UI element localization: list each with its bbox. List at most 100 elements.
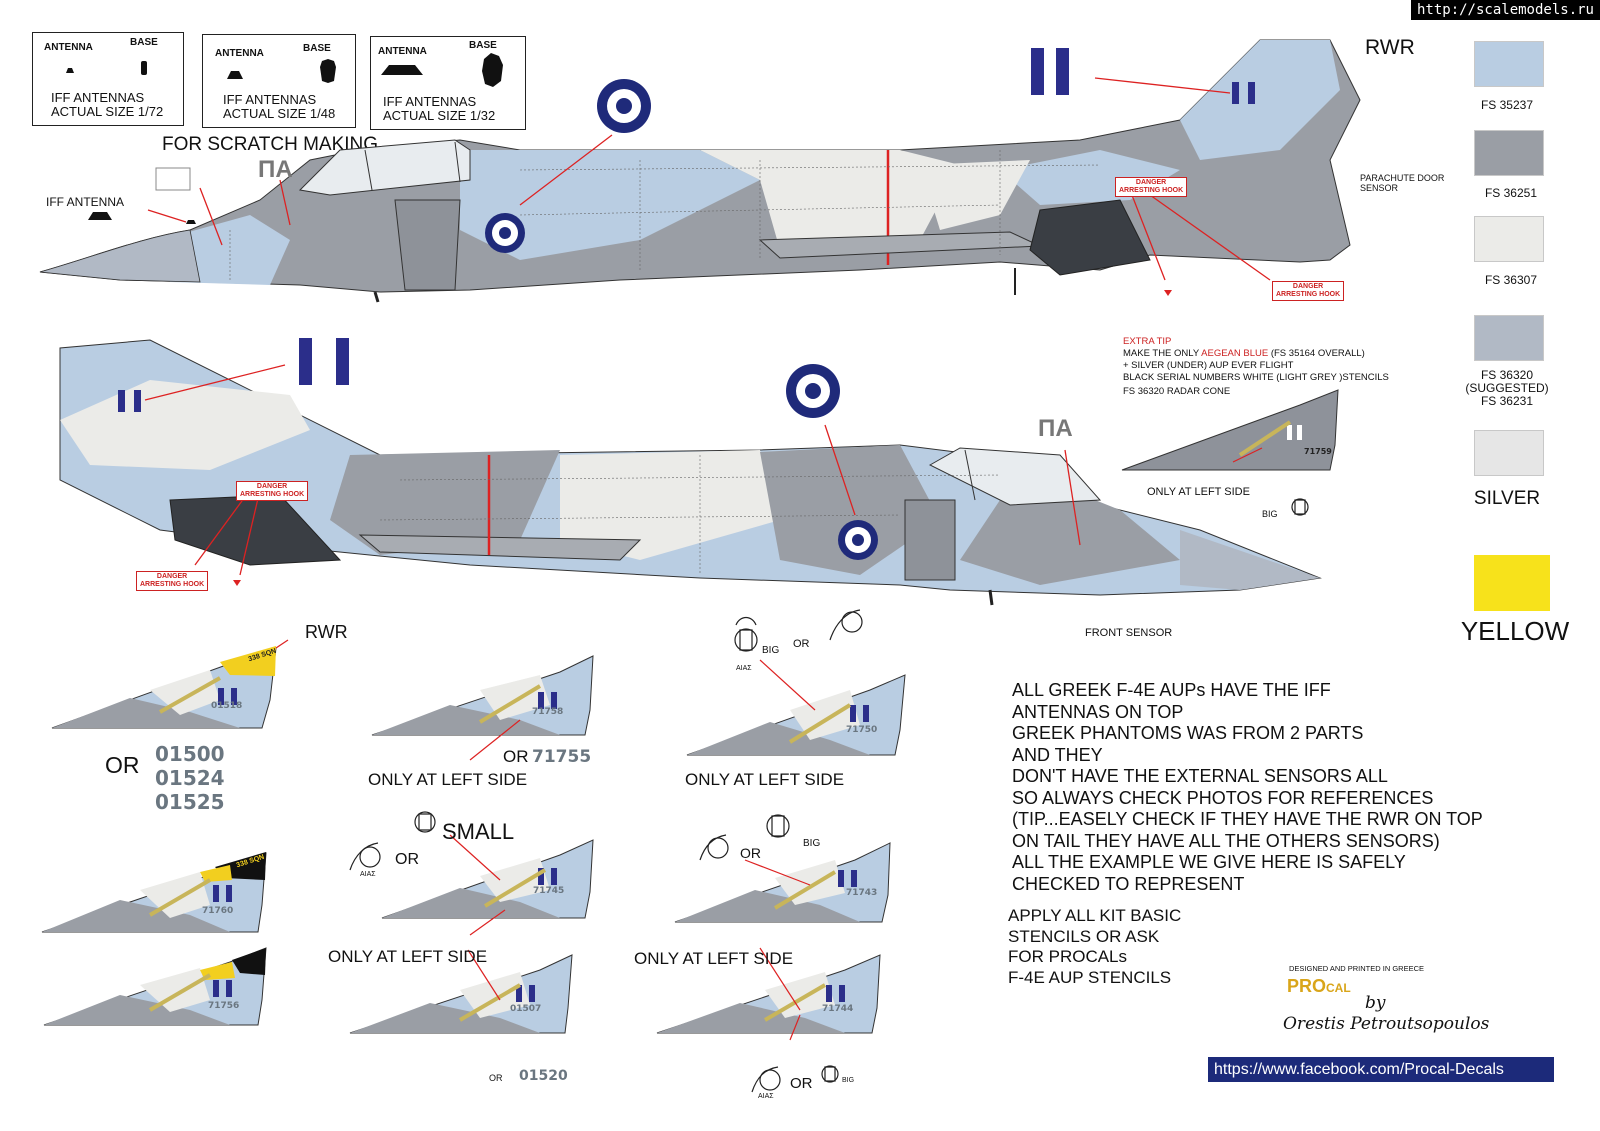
extra-tip: EXTRA TIP MAKE THE ONLY AEGEAN BLUE (FS … xyxy=(1123,336,1389,398)
rwr-label-top: RWR xyxy=(1365,36,1415,59)
hook-text: ARRESTING HOOK xyxy=(1276,291,1341,298)
or-label-71755: OR xyxy=(503,747,529,766)
antenna-label: ANTENNA xyxy=(378,46,427,57)
tip-text: (FS 35164 OVERALL) xyxy=(1268,348,1365,359)
extra-tip-line4: FS 36320 RADAR CONE xyxy=(1123,386,1231,397)
swatch-fs36251 xyxy=(1474,130,1544,176)
brand-pro: PRO xyxy=(1287,976,1327,996)
serial-71745: 71745 xyxy=(533,886,565,896)
or-label-4: OR xyxy=(790,1075,813,1092)
facebook-link[interactable]: https://www.facebook.com/Procal-Decals xyxy=(1208,1057,1554,1082)
big-label-3: BIG xyxy=(842,1077,855,1084)
swatch-label-fs36251: FS 36251 xyxy=(1484,186,1538,200)
flag-large-bottom xyxy=(299,338,312,385)
aias-label-1: ΑΙΑΣ xyxy=(736,665,752,672)
iff-antenna-label: IFF ANTENNA xyxy=(46,195,125,209)
alt-serial-01525: 01525 xyxy=(155,790,225,814)
swatch-label-fs36320: FS 36320 (SUGGESTED) FS 36231 xyxy=(1465,368,1549,408)
author-label: Orestis Petroutsopoulos xyxy=(1283,1014,1490,1034)
pi-alpha-bottom: ΠΑ xyxy=(1038,415,1073,442)
danger-text: DANGER xyxy=(1135,179,1167,186)
swatch-fs35237 xyxy=(1474,41,1544,87)
aias-emblem-icon xyxy=(734,616,758,652)
serial-71756: 71756 xyxy=(208,1001,240,1011)
by-label: by xyxy=(1365,993,1386,1013)
iff-caption-2: ACTUAL SIZE 1/72 xyxy=(51,104,164,119)
or-label-01520: OR xyxy=(489,1073,503,1083)
tail-71760 xyxy=(41,852,267,933)
procal-logo: PROCAL xyxy=(1287,976,1351,997)
swatch-fs36320 xyxy=(1474,315,1544,361)
extra-tip-line1: MAKE THE ONLY AEGEAN BLUE (FS 35164 OVER… xyxy=(1123,348,1389,360)
pi-alpha-top: ΠΑ xyxy=(258,156,293,183)
aias-emblem-icon xyxy=(1291,498,1309,516)
only-left-side-4: ONLY AT LEFT SIDE xyxy=(634,949,794,968)
tail-71759 xyxy=(1121,389,1339,471)
flag-large-top xyxy=(1031,48,1044,95)
aias-label-3: ΑΙΑΣ xyxy=(758,1093,774,1100)
watermark: http://scalemodels.ru xyxy=(1410,0,1600,20)
antenna-label: ANTENNA xyxy=(44,42,93,53)
rwr-label-tail: RWR xyxy=(305,622,348,642)
tail-71743 xyxy=(674,842,891,923)
hook-text: ARRESTING HOOK xyxy=(1119,187,1184,194)
swatch-yellow xyxy=(1474,555,1550,611)
only-left-side-3: ONLY AT LEFT SIDE xyxy=(328,947,488,966)
tip-text: MAKE THE ONLY xyxy=(1123,348,1202,359)
tail-01507 xyxy=(349,949,573,1034)
hook-text: ARRESTING HOOK xyxy=(140,581,205,588)
aias-emblem-icon xyxy=(829,609,863,641)
only-left-side-2: ONLY AT LEFT SIDE xyxy=(685,770,845,789)
danger-label-bottom-1: DANGER ARRESTING HOOK xyxy=(236,481,309,501)
swatch-label-yellow: YELLOW xyxy=(1460,616,1570,646)
tail-71756 xyxy=(43,947,267,1026)
scratch-label: FOR SCRATCH MAKING xyxy=(162,134,379,155)
iff-caption-1: IFF ANTENNAS xyxy=(383,94,477,109)
tail-views xyxy=(41,389,1339,1041)
notes-stencils: APPLY ALL KIT BASIC STENCILS OR ASK FOR … xyxy=(1008,906,1182,987)
aias-label-2: ΑΙΑΣ xyxy=(360,871,376,878)
iff-antenna-1-48-icon xyxy=(227,59,336,83)
or-label-3: OR xyxy=(740,845,761,861)
designed-label: DESIGNED AND PRINTED IN GREECE xyxy=(1289,964,1425,973)
tip-highlight: AEGEAN BLUE xyxy=(1201,348,1269,359)
alt-serial-71755: 71755 xyxy=(532,747,592,767)
serial-71744: 71744 xyxy=(822,1004,854,1014)
serial-01507: 01507 xyxy=(510,1004,542,1014)
aias-emblem-icon xyxy=(414,811,436,833)
serial-71750: 71750 xyxy=(846,725,878,735)
small-label: SMALL xyxy=(442,819,515,844)
tail-71750 xyxy=(686,659,906,756)
serial-71758: 71758 xyxy=(532,707,564,717)
big-label-1: BIG xyxy=(762,645,780,656)
aias-emblem-icon xyxy=(349,842,381,871)
aias-emblem-icon xyxy=(751,1066,781,1093)
alt-serial-01500: 01500 xyxy=(155,742,225,766)
iff-caption-2: ACTUAL SIZE 1/32 xyxy=(383,108,496,123)
or-label-serials: OR xyxy=(105,752,140,778)
iff-antenna-1-72-icon xyxy=(66,61,147,75)
aias-emblem-icon xyxy=(821,1065,839,1083)
serial-71759: 71759 xyxy=(1304,447,1332,456)
danger-label-top-2: DANGER ARRESTING HOOK xyxy=(1272,281,1345,301)
tail-71744 xyxy=(656,947,881,1041)
alt-serial-01520: 01520 xyxy=(519,1068,568,1084)
or-label-1: OR xyxy=(793,638,810,650)
swatch-label-fs36307: FS 36307 xyxy=(1484,273,1538,287)
antenna-label: ANTENNA xyxy=(215,48,264,59)
extra-tip-line3: BLACK SERIAL NUMBERS WHITE (LIGHT GREY )… xyxy=(1123,372,1389,383)
tail-71745 xyxy=(381,834,594,936)
danger-text: DANGER xyxy=(256,483,288,490)
danger-text: DANGER xyxy=(156,573,188,580)
iff-antenna-icon xyxy=(88,212,112,220)
serial-71760: 71760 xyxy=(202,906,234,916)
big-label-2: BIG xyxy=(803,838,821,849)
big-label-4: BIG xyxy=(1262,509,1278,519)
extra-tip-line2: + SILVER (UNDER) AUP EVER FLIGHT xyxy=(1123,360,1294,371)
notes-main: ALL GREEK F-4E AUPs HAVE THE IFF ANTENNA… xyxy=(1012,680,1483,894)
hook-text: ARRESTING HOOK xyxy=(240,491,305,498)
top-aircraft xyxy=(39,39,1361,303)
parachute-label: PARACHUTE DOOR SENSOR xyxy=(1360,173,1444,193)
